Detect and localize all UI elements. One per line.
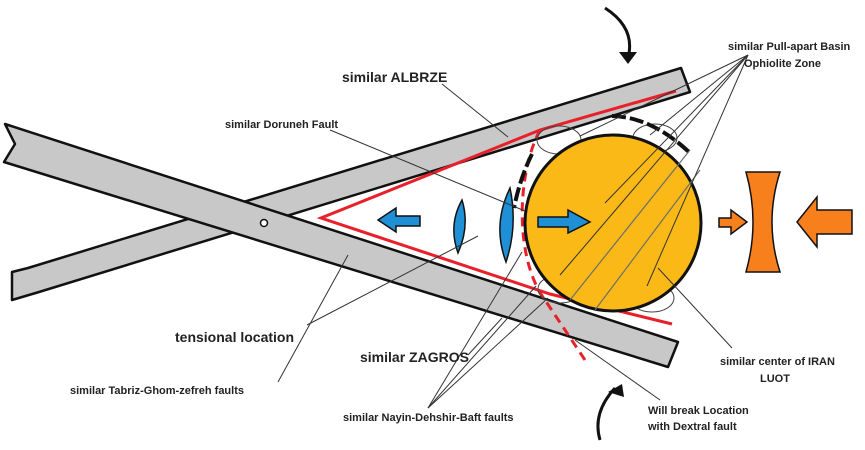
top-curved-arrow — [604, 6, 632, 59]
label-pullapart-1: similar Pull-apart Basin — [728, 41, 851, 53]
leader-doruneh — [329, 129, 526, 212]
leader-albrze — [441, 83, 509, 138]
internal-fault-line — [594, 169, 701, 311]
leader-zagros — [467, 317, 503, 356]
leader-nayin — [427, 251, 523, 409]
leader-break — [574, 339, 661, 401]
blue-right-arrow — [537, 208, 592, 235]
label-center-1: similar center of IRAN — [720, 356, 835, 368]
label-center-2: LUOT — [760, 373, 790, 385]
blue-arc-1 — [453, 198, 466, 256]
leader-nayin — [427, 285, 537, 409]
label-break-2: with Dextral fault — [647, 421, 737, 433]
leader-tabriz — [277, 254, 349, 383]
label-tabriz: similar Tabriz-Ghom-zefreh faults — [70, 385, 244, 397]
label-break-1: Will break Location — [648, 405, 749, 417]
leader-pullapart — [579, 54, 749, 137]
leader-pullapart — [559, 54, 749, 276]
pivot-pin — [259, 218, 269, 228]
label-albrze: similar ALBRZE — [342, 69, 447, 85]
albrze-plate — [10, 66, 692, 302]
central-block — [523, 133, 703, 313]
rotation-arc-left — [512, 153, 534, 209]
internal-fault-line — [569, 149, 691, 301]
leader-center — [657, 267, 733, 349]
label-zagros: similar ZAGROS — [360, 349, 469, 365]
label-tensional: tensional location — [175, 329, 294, 345]
leader-pullapart — [646, 54, 749, 287]
leader-pullapart — [649, 54, 749, 136]
label-doruneh: similar Doruneh Fault — [225, 119, 338, 131]
bottom-curved-arrow — [596, 386, 617, 441]
bottom-curved-arrowhead — [608, 384, 624, 397]
blue-left-arrow — [376, 206, 421, 234]
label-nayin: similar Nayin-Dehshir-Baft faults — [343, 412, 514, 424]
break-line-dashed — [520, 129, 587, 361]
label-pullapart-2: Ophiolite Zone — [744, 58, 821, 70]
leader-nayin — [427, 297, 549, 409]
orange-large-arrow — [796, 194, 853, 250]
top-curved-arrowhead — [619, 52, 637, 64]
blue-arc-2 — [499, 185, 514, 265]
orange-block — [745, 171, 782, 273]
leader-pullapart — [604, 54, 749, 204]
leader-tensional — [306, 235, 479, 326]
zagros-plate — [2, 122, 680, 369]
orange-small-arrow — [718, 208, 749, 236]
